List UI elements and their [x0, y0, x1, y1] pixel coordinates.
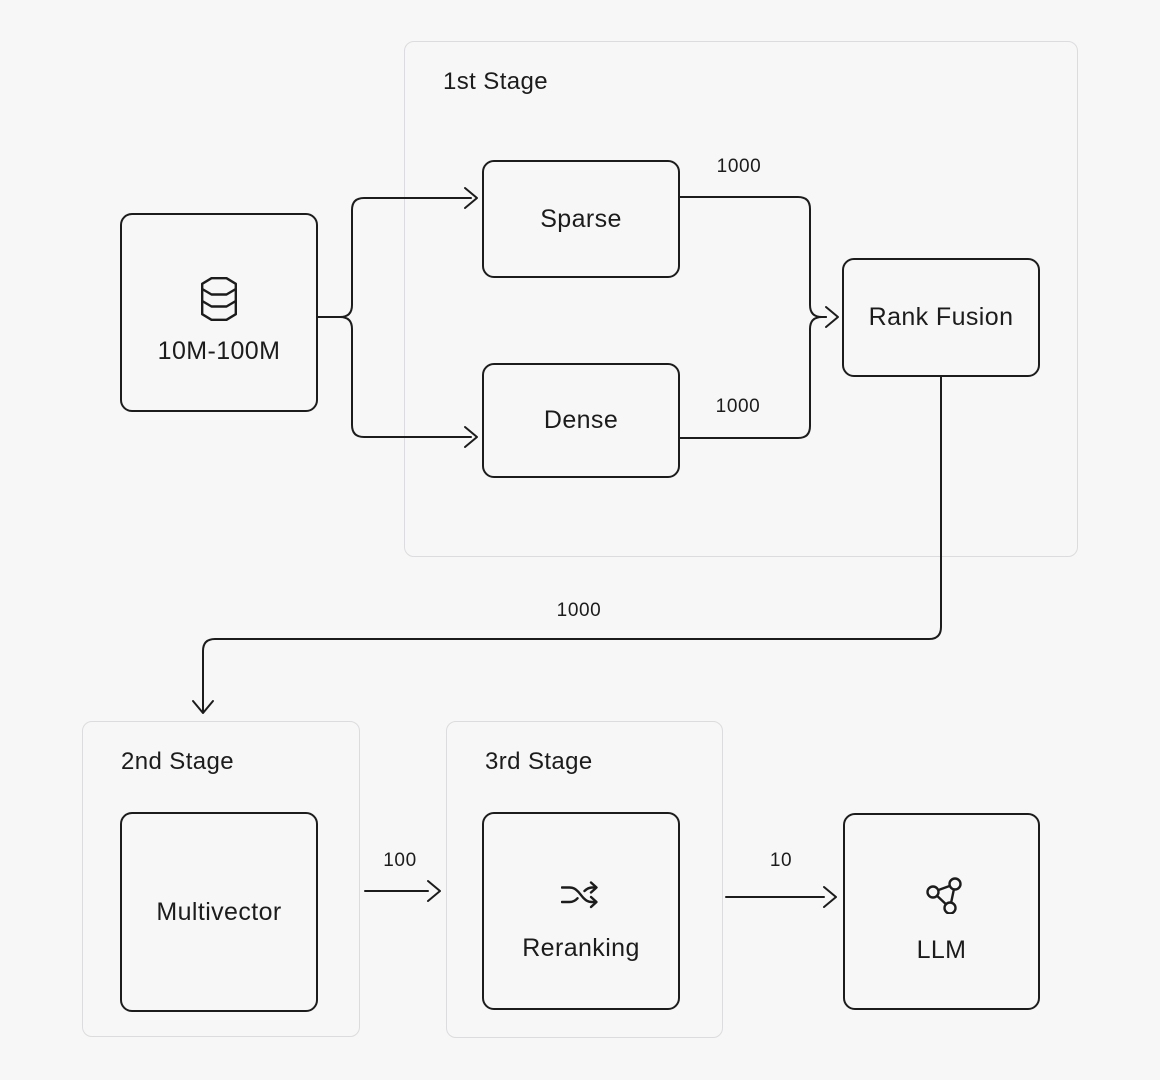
arrowhead-icon: [427, 880, 441, 902]
node-database: 10M-100M: [120, 213, 318, 412]
edge-multivector-to-reranking: [364, 880, 441, 902]
edge-count-multivector: 100: [383, 850, 417, 871]
node-llm-label: LLM: [916, 936, 967, 964]
node-rank-fusion: Rank Fusion: [842, 258, 1040, 377]
node-multivector-label: Multivector: [156, 897, 282, 926]
edge-count-sparse: 1000: [716, 156, 762, 177]
network-icon: [925, 877, 962, 914]
node-sparse: Sparse: [482, 160, 680, 278]
edge-count-dense: 1000: [715, 396, 761, 417]
arrowhead-icon: [192, 700, 214, 714]
node-multivector: Multivector: [120, 812, 318, 1012]
node-reranking-label: Reranking: [522, 933, 640, 962]
shuffle-icon: [561, 880, 598, 908]
arrowhead-icon: [823, 886, 837, 908]
stage2-title: 2nd Stage: [121, 748, 235, 775]
stage1-title: 1st Stage: [443, 68, 549, 95]
node-database-label: 10M-100M: [157, 337, 281, 365]
node-dense: Dense: [482, 363, 680, 478]
node-sparse-label: Sparse: [540, 204, 622, 233]
node-dense-label: Dense: [543, 406, 619, 434]
stage2-group: 2nd Stage: [82, 721, 360, 1037]
stage3-group: 3rd Stage: [446, 721, 723, 1038]
node-reranking: Reranking: [482, 812, 680, 1010]
edge-reranking-to-llm: [725, 886, 837, 908]
node-rank-fusion-label: Rank Fusion: [868, 303, 1014, 331]
database-icon: [201, 277, 237, 321]
stage3-title: 3rd Stage: [485, 748, 593, 775]
edge-count-reranking: 10: [769, 850, 793, 871]
edge-count-fusion: 1000: [556, 600, 602, 621]
node-llm: LLM: [843, 813, 1040, 1010]
